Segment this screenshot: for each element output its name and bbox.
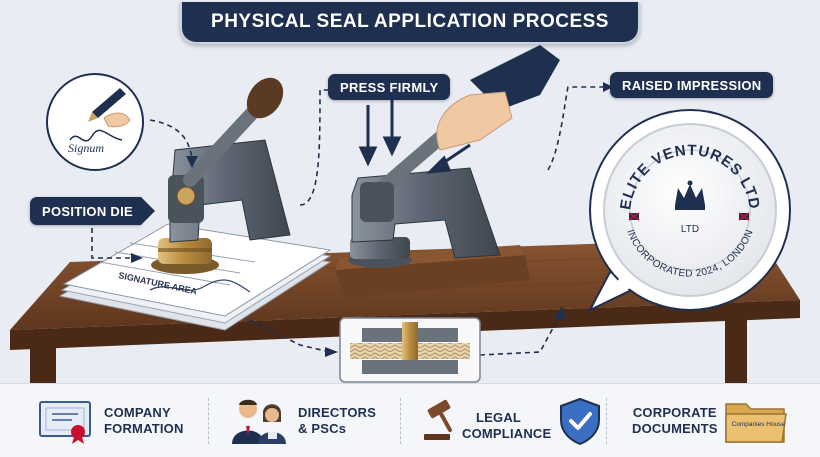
- footer-item-line2: COMPLIANCE: [462, 426, 552, 441]
- press-arrows: [358, 100, 471, 174]
- footer-item-line1: CORPORATE: [632, 405, 717, 420]
- connector-arrowheads: [131, 82, 613, 357]
- certificate-icon: [39, 401, 91, 444]
- footer-divider: [400, 398, 401, 444]
- footer-item-legal-compliance: LEGAL COMPLIANCE: [422, 384, 603, 457]
- signature-pen-badge: [46, 73, 144, 171]
- feature-footer: COMPANY FORMATION DIRECTORS & PSCs: [0, 383, 820, 457]
- footer-item-line1: COMPANY: [104, 405, 171, 420]
- footer-item-company-formation: COMPANY FORMATION: [38, 384, 184, 457]
- gavel-icon: [424, 399, 452, 440]
- flow-connectors: [91, 86, 606, 356]
- signature-scrawl: Signum: [68, 141, 104, 155]
- folder-label: Companies House: [731, 421, 786, 428]
- seal-center-text: LTD: [681, 224, 699, 235]
- people-icon: [232, 399, 286, 444]
- footer-item-line1: LEGAL: [476, 410, 522, 425]
- footer-divider: [606, 398, 607, 444]
- step-position-label: POSITION DIE: [30, 197, 156, 225]
- raised-impression-seal: [587, 109, 791, 313]
- footer-item-directors: DIRECTORS & PSCs: [228, 384, 376, 457]
- folder-icon: Companies House: [724, 396, 788, 446]
- footer-divider: [208, 398, 209, 444]
- cross-section-inset: [339, 317, 481, 383]
- document-stack: [58, 223, 332, 331]
- embosser-left: [151, 77, 291, 274]
- process-illustration: SIGNATURE AREA: [10, 45, 800, 383]
- page-title: PHYSICAL SEAL APPLICATION PROCESS: [211, 11, 609, 32]
- embosser-right: [335, 45, 560, 298]
- step-press-label: PRESS FIRMLY: [328, 74, 451, 100]
- footer-item-corporate-documents: CORPORATE DOCUMENTS Companies House: [632, 384, 788, 457]
- footer-item-line2: DOCUMENTS: [632, 421, 718, 436]
- page-title-banner: PHYSICAL SEAL APPLICATION PROCESS: [180, 2, 640, 44]
- footer-item-line2: & PSCs: [298, 421, 347, 436]
- shield-check-icon: [560, 397, 601, 446]
- step-raised-label: RAISED IMPRESSION: [610, 72, 774, 98]
- footer-item-line2: FORMATION: [104, 421, 184, 436]
- footer-item-line1: DIRECTORS: [298, 405, 377, 420]
